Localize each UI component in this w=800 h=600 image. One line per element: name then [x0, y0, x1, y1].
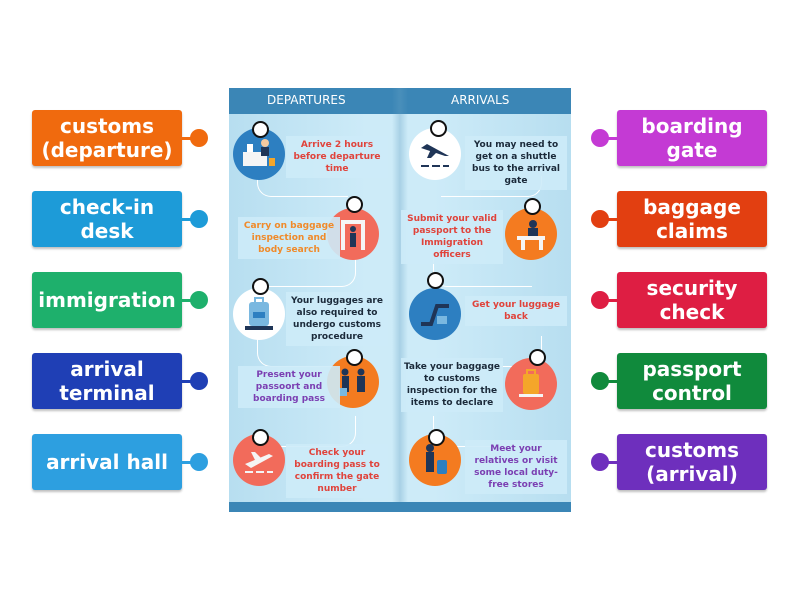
drop-target-pin[interactable]	[252, 121, 269, 138]
drag-handle[interactable]	[591, 129, 609, 147]
label-immigration[interactable]: immigration	[32, 272, 208, 328]
label-text: arrival terminal	[59, 357, 155, 405]
drop-target-pin[interactable]	[524, 198, 541, 215]
departure-step-text: Check your boarding pass to confirm the …	[286, 444, 388, 498]
arrival-step-text: Submit your valid passport to the Immigr…	[401, 210, 503, 264]
departure-step-text: Present your passoort and boarding pass	[238, 366, 340, 408]
drag-handle[interactable]	[190, 372, 208, 390]
arrival-step-text: Get your luggage back	[465, 296, 567, 326]
poster-fold	[392, 88, 408, 512]
baggage-carousel-icon	[409, 288, 461, 340]
poster-footer	[229, 502, 571, 512]
label-arrival-terminal[interactable]: arrival terminal	[32, 353, 208, 409]
label-text: customs (arrival)	[644, 438, 740, 486]
drop-target-pin[interactable]	[252, 429, 269, 446]
drag-handle[interactable]	[190, 453, 208, 471]
arrival-step-text: Meet your relatives or visit some local …	[465, 440, 567, 494]
arrival-step-text: Take your baggage to customs inspection …	[401, 358, 503, 412]
connector-line	[605, 217, 617, 221]
label-customs-arrival[interactable]: customs (arrival)	[591, 434, 767, 490]
connector-line	[182, 136, 194, 140]
connector-line	[182, 460, 194, 464]
label-security-check[interactable]: security check	[591, 272, 767, 328]
drag-handle[interactable]	[190, 210, 208, 228]
drop-target-pin[interactable]	[529, 349, 546, 366]
departure-step-text: Arrive 2 hours before departure time	[286, 136, 388, 178]
landing-plane-icon	[409, 128, 461, 180]
immigration-officer-icon	[505, 208, 557, 260]
arrivals-title: ARRIVALS	[451, 93, 510, 107]
label-text: boarding gate	[641, 114, 743, 162]
step-connector	[257, 176, 348, 197]
check-in-desk-icon	[233, 128, 285, 180]
label-boarding-gate[interactable]: boarding gate	[591, 110, 767, 166]
airport-process-poster: DEPARTURES ARRIVALS Arrive 2 hours befor…	[229, 88, 571, 512]
step-connector	[433, 256, 532, 287]
connector-line	[605, 379, 617, 383]
drop-target-pin[interactable]	[427, 272, 444, 289]
drop-target-pin[interactable]	[428, 429, 445, 446]
label-text: passport control	[642, 357, 742, 405]
label-text: customs (departure)	[41, 114, 173, 162]
baggage-customs-icon	[505, 358, 557, 410]
drag-handle[interactable]	[591, 291, 609, 309]
connector-line	[605, 460, 617, 464]
departure-step-text: Carry on baggage inspection and body sea…	[238, 217, 340, 259]
departure-step-text: Your luggages are also required to under…	[286, 292, 388, 346]
luggage-scan-icon	[233, 288, 285, 340]
drag-handle[interactable]	[591, 453, 609, 471]
drop-target-pin[interactable]	[430, 120, 447, 137]
departures-title: DEPARTURES	[267, 93, 346, 107]
arrival-step-text: You may need to get on a shuttle bus to …	[465, 136, 567, 190]
drag-handle[interactable]	[591, 210, 609, 228]
label-text: security check	[646, 276, 738, 324]
label-check-in-desk[interactable]: check-in desk	[32, 191, 208, 247]
poster-header	[229, 88, 571, 114]
label-text: check-in desk	[59, 195, 155, 243]
connector-line	[182, 217, 194, 221]
step-connector	[259, 256, 356, 287]
drag-handle[interactable]	[190, 291, 208, 309]
label-text: baggage claims	[643, 195, 741, 243]
connector-line	[605, 298, 617, 302]
label-customs-departure[interactable]: customs (departure)	[32, 110, 208, 166]
label-passport-control[interactable]: passport control	[591, 353, 767, 409]
connector-line	[605, 136, 617, 140]
drop-target-pin[interactable]	[346, 349, 363, 366]
drop-target-pin[interactable]	[252, 278, 269, 295]
drop-target-pin[interactable]	[346, 196, 363, 213]
drag-handle[interactable]	[591, 372, 609, 390]
label-arrival-hall[interactable]: arrival hall	[32, 434, 208, 490]
label-text: immigration	[38, 288, 176, 312]
drag-handle[interactable]	[190, 129, 208, 147]
connector-line	[182, 298, 194, 302]
connector-line	[182, 379, 194, 383]
label-baggage-claims[interactable]: baggage claims	[591, 191, 767, 247]
label-text: arrival hall	[46, 450, 168, 474]
